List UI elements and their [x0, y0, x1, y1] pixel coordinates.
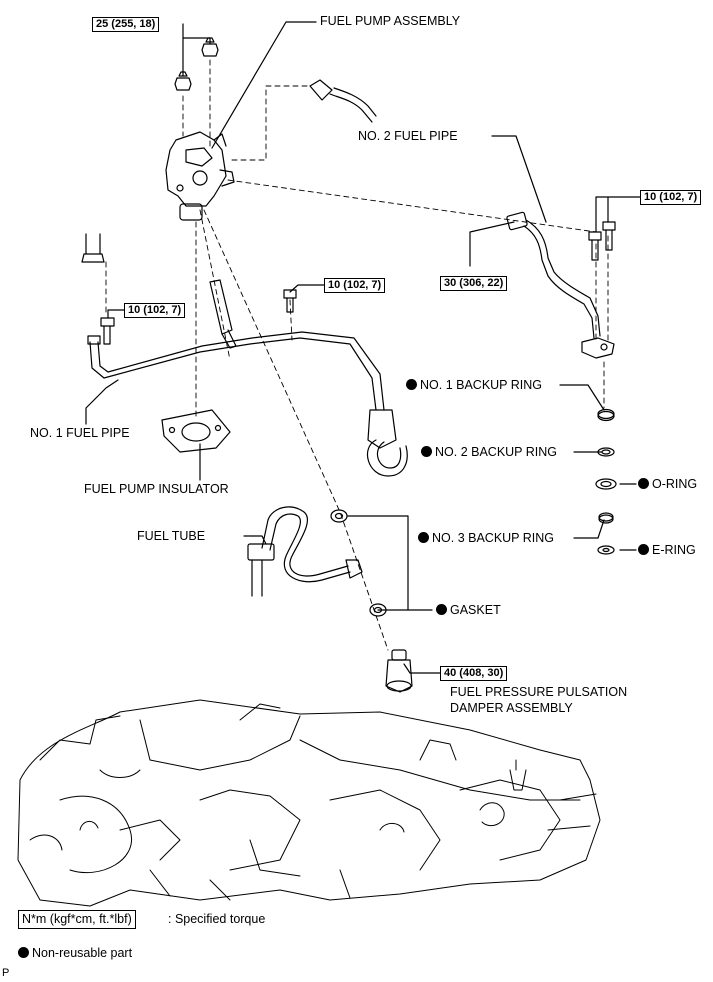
no3-backup-ring-text: NO. 3 BACKUP RING — [432, 531, 555, 545]
gasket-lower — [369, 603, 387, 617]
no1-fuel-pipe — [87, 331, 408, 477]
fuel-pump-assembly — [165, 131, 235, 221]
pulsation-damper — [385, 649, 413, 693]
label-fuel-tube: FUEL TUBE — [137, 529, 206, 543]
no1-backup-ring — [597, 408, 615, 422]
e-ring — [597, 545, 615, 555]
label-fuel-pump-insulator: FUEL PUMP INSULATOR — [84, 482, 229, 496]
clamp-bolt — [283, 289, 297, 313]
pump-nut-lower — [174, 71, 192, 91]
torque-no2-pipe-bolts: 10 (102, 7) — [640, 190, 702, 205]
label-damper-line2: DAMPER ASSEMBLY — [450, 701, 573, 715]
label-no1-backup-ring: NO. 1 BACKUP RING — [406, 378, 542, 393]
alignment-lines — [105, 59, 609, 651]
label-gasket: GASKET — [436, 603, 501, 618]
non-reusable-dot-icon — [406, 379, 417, 390]
o-ring-text: O-RING — [652, 477, 698, 491]
label-no2-backup-ring: NO. 2 BACKUP RING — [421, 445, 557, 460]
o-ring — [595, 478, 617, 490]
torque-no1-pipe-bolt: 10 (102, 7) — [124, 303, 186, 318]
label-damper-line1: FUEL PRESSURE PULSATION — [450, 685, 628, 699]
label-no2-fuel-pipe: NO. 2 FUEL PIPE — [358, 129, 458, 143]
non-reusable-dot-icon — [421, 446, 432, 457]
legend-torque-unit: N*m (kgf*cm, ft.*lbf) — [18, 910, 136, 929]
legend-non-reusable: Non-reusable part — [18, 946, 132, 961]
no3-backup-ring — [598, 512, 614, 524]
no2-fuel-pipe — [506, 211, 615, 359]
non-reusable-dot-icon — [18, 947, 29, 958]
fuel-pump-insulator — [161, 409, 231, 453]
label-no3-backup-ring: NO. 3 BACKUP RING — [418, 531, 554, 546]
engine-outline — [17, 699, 601, 907]
injector-tube — [81, 233, 105, 263]
non-reusable-dot-icon — [418, 532, 429, 543]
no2-backup-ring-text: NO. 2 BACKUP RING — [435, 445, 558, 459]
fuel-tube — [247, 506, 363, 597]
no1-backup-ring-text: NO. 1 BACKUP RING — [420, 378, 543, 392]
wire-connector — [309, 79, 377, 123]
non-reusable-dot-icon — [436, 604, 447, 615]
no2-pipe-bolt-right — [602, 221, 616, 251]
gasket-upper — [330, 509, 348, 523]
no2-backup-ring — [597, 447, 615, 457]
label-no1-fuel-pipe: NO. 1 FUEL PIPE — [30, 426, 130, 440]
torque-no2-pipe-union: 30 (306, 22) — [440, 276, 508, 291]
non-reusable-dot-icon — [638, 544, 649, 555]
page-marker: P — [2, 967, 10, 979]
label-fuel-pump-assembly: FUEL PUMP ASSEMBLY — [320, 14, 461, 28]
no2-pipe-bolt-left — [588, 231, 602, 261]
legend-torque-desc: : Specified torque — [168, 912, 266, 926]
e-ring-text: E-RING — [652, 543, 696, 557]
legend-non-reusable-text: Non-reusable part — [32, 946, 133, 960]
leader-lines — [85, 21, 641, 674]
label-e-ring: E-RING — [638, 543, 696, 558]
no1-pipe-bolt — [100, 317, 115, 345]
label-o-ring: O-RING — [638, 477, 697, 492]
torque-clamp-bolt: 10 (102, 7) — [324, 278, 386, 293]
torque-pump-nuts: 25 (255, 18) — [92, 17, 160, 32]
pipe-clamp — [209, 279, 237, 349]
torque-damper: 40 (408, 30) — [440, 666, 508, 681]
pump-nut-upper — [201, 37, 219, 57]
non-reusable-dot-icon — [638, 478, 649, 489]
gasket-text: GASKET — [450, 603, 501, 617]
